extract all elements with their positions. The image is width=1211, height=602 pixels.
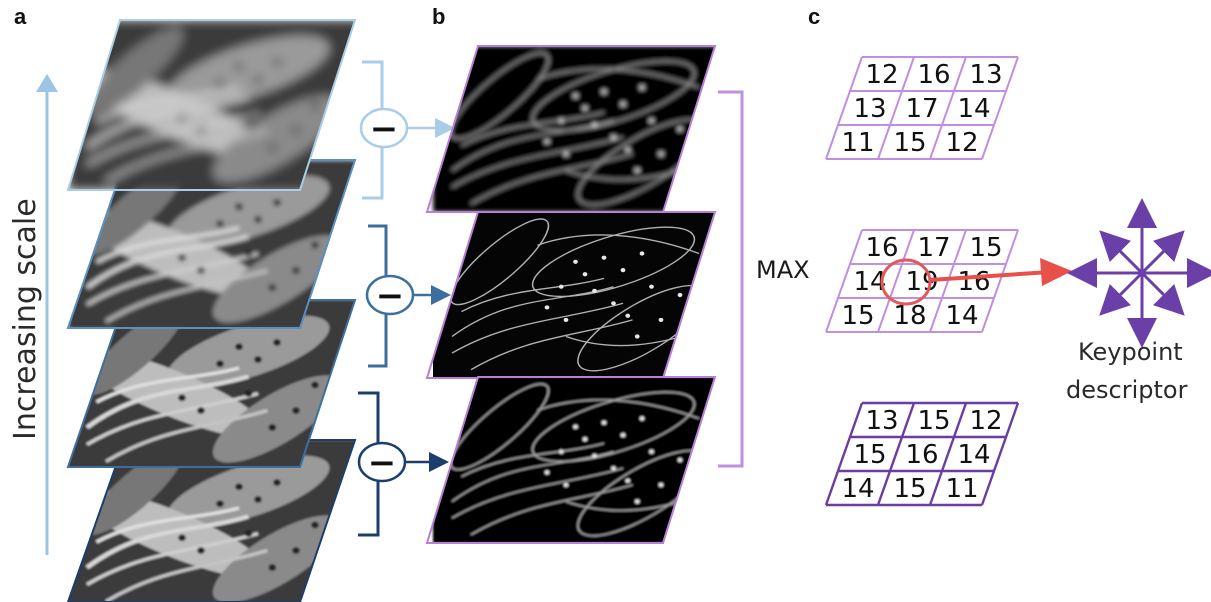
grid-cell: 15 xyxy=(917,406,950,436)
grid-cell: 12 xyxy=(945,128,978,158)
grid-cell: 17 xyxy=(917,233,950,263)
grid-line xyxy=(824,402,864,506)
descriptor-arrow xyxy=(1140,271,1185,316)
keypoint-arrow xyxy=(929,258,1072,286)
grid-cell: 13 xyxy=(865,406,898,436)
blur-image-1 xyxy=(66,19,357,191)
subtract-group-2: − xyxy=(365,224,451,368)
grid-cell: 12 xyxy=(969,406,1002,436)
minus-sign-2: − xyxy=(376,276,405,316)
descriptor-arrow xyxy=(1099,271,1144,316)
grid-line xyxy=(981,229,1019,333)
grid-line xyxy=(825,229,863,333)
descriptor-label-line1: Keypoint xyxy=(1078,338,1183,366)
grid-line xyxy=(877,229,915,333)
grid-cell: 15 xyxy=(841,301,874,331)
grid-cell: 15 xyxy=(969,233,1002,263)
grid-cell: 15 xyxy=(893,474,926,504)
grid-cell: 15 xyxy=(893,128,926,158)
grid-cell: 14 xyxy=(945,301,978,331)
descriptor-arrow xyxy=(1099,230,1144,275)
max-bracket xyxy=(718,90,744,468)
grid-cell: 14 xyxy=(957,440,990,470)
dog-image-1 xyxy=(425,45,717,213)
grid-line xyxy=(825,56,863,160)
axis-label: Increasing scale xyxy=(8,198,43,440)
minus-sign-1: − xyxy=(370,109,399,149)
grid-cell: 17 xyxy=(905,94,938,124)
grid-line xyxy=(928,402,968,506)
subtract-group-1: − xyxy=(359,60,455,200)
dog-image-2 xyxy=(425,211,717,379)
scale-arrow xyxy=(36,74,58,555)
grid-line xyxy=(981,56,1019,160)
grid-cell: 13 xyxy=(853,94,886,124)
descriptor-label-line2: descriptor xyxy=(1066,376,1188,404)
grid-line xyxy=(929,56,967,160)
grid-cell: 11 xyxy=(841,128,874,158)
grid-cell: 16 xyxy=(957,267,990,297)
dog-image-3 xyxy=(425,376,717,544)
grid-cell: 16 xyxy=(865,233,898,263)
grid-line xyxy=(877,56,915,160)
subtract-group-3: − xyxy=(357,391,449,537)
panel-label-c: c xyxy=(808,4,820,29)
grid-cell: 12 xyxy=(865,60,898,90)
grid-cell: 11 xyxy=(945,474,978,504)
grid-cell: 15 xyxy=(853,440,886,470)
grid-cell: 19 xyxy=(905,267,938,297)
grid-cell: 13 xyxy=(969,60,1002,90)
grid-cell: 16 xyxy=(917,60,950,90)
grid-cell: 14 xyxy=(957,94,990,124)
max-label: MAX xyxy=(756,256,810,284)
max-highlight-circle xyxy=(880,258,932,306)
grid-top: 12 16 13 13 17 14 11 15 12 xyxy=(825,56,1019,160)
descriptor-arrow xyxy=(1140,230,1185,275)
panel-label-a: a xyxy=(14,4,27,29)
keypoint-descriptor-icon xyxy=(1067,198,1211,348)
grid-line xyxy=(876,402,916,506)
grid-cell: 14 xyxy=(841,474,874,504)
grid-cell: 18 xyxy=(893,301,926,331)
minus-sign-3: − xyxy=(368,443,397,483)
grid-line xyxy=(929,229,967,333)
grid-line xyxy=(980,402,1020,506)
grid-cell: 16 xyxy=(905,440,938,470)
panel-label-b: b xyxy=(432,4,445,29)
